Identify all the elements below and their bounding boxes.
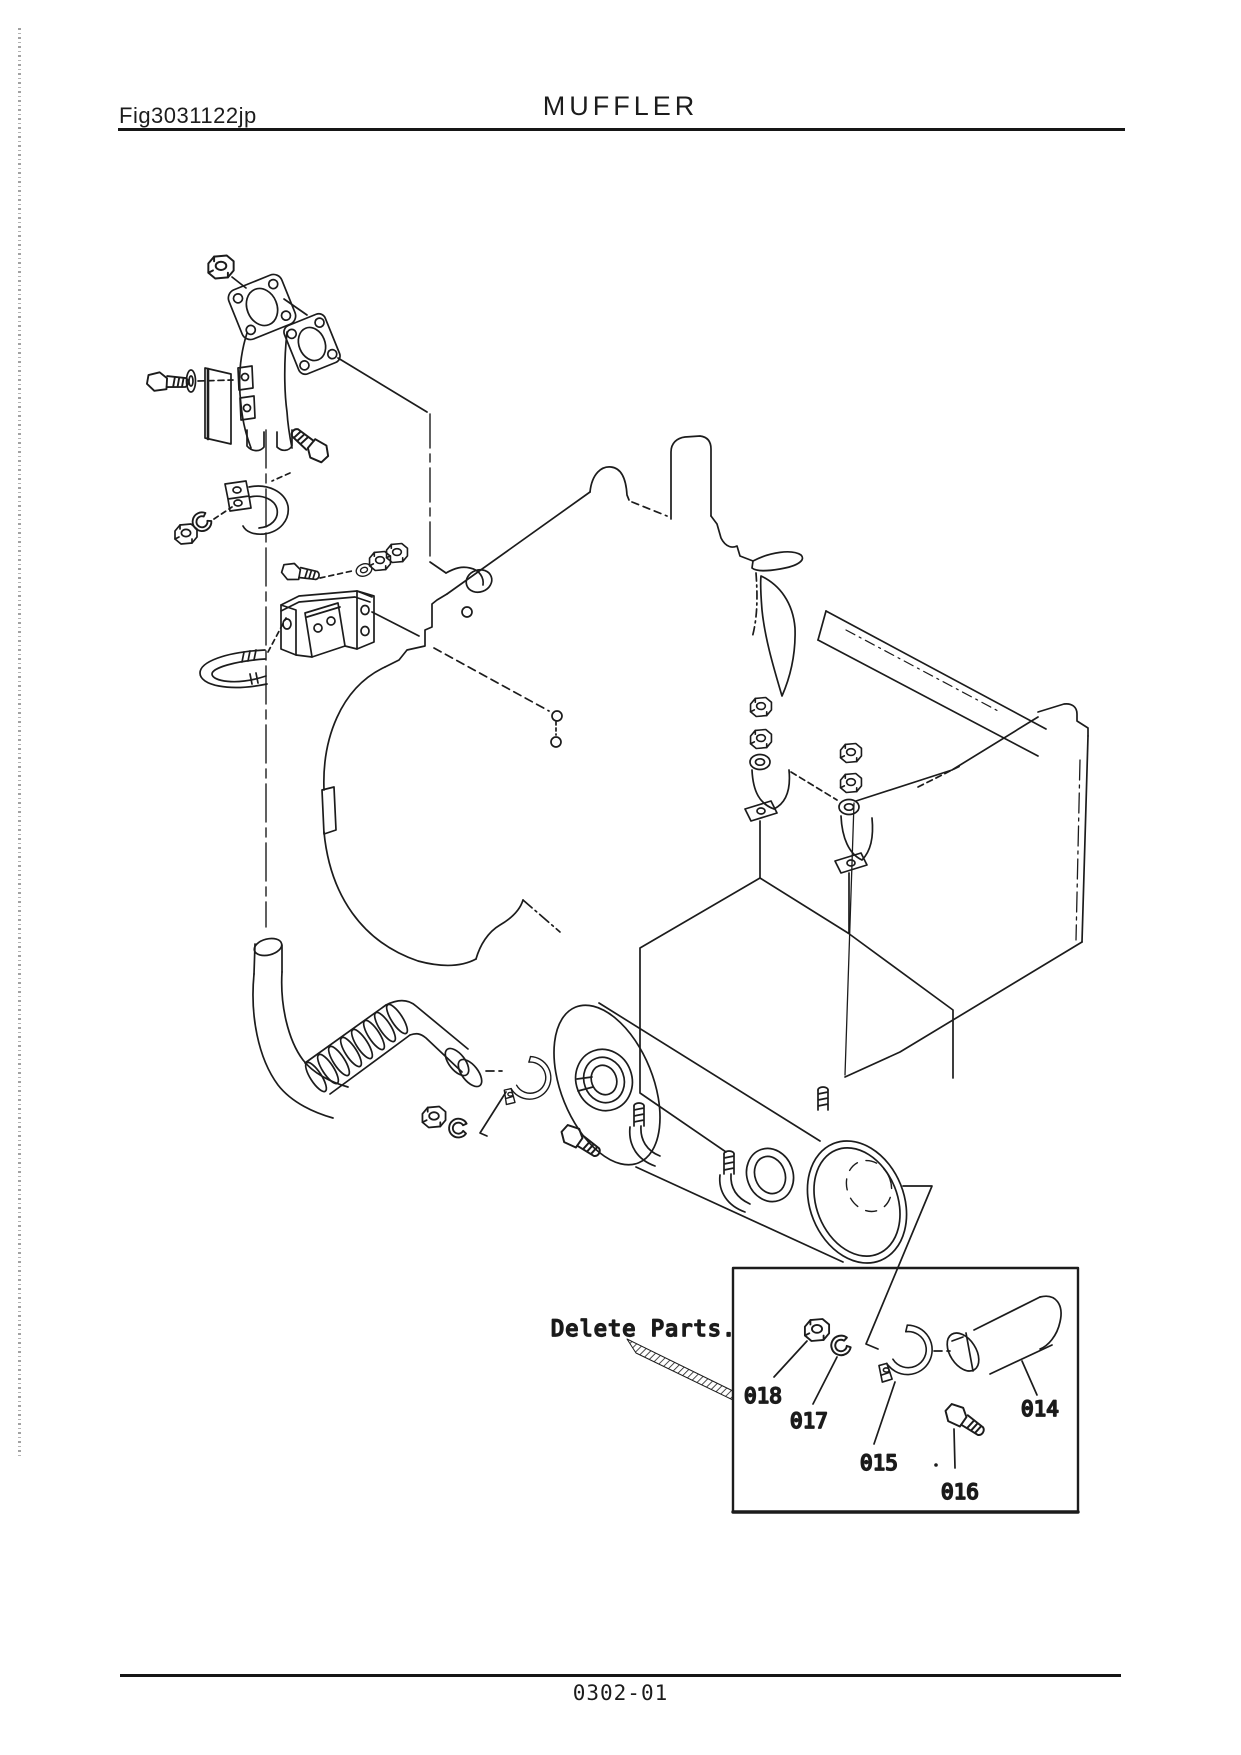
- part-label-014: 014: [1021, 1397, 1059, 1421]
- hanger-assemblies: [744, 696, 874, 934]
- leader-lines: [283, 298, 447, 574]
- delete-parts-inset: [626, 1266, 1080, 1514]
- shield-panel: [639, 877, 954, 1153]
- mount-bracket-assembly: [199, 542, 420, 689]
- elbow-bracket-assembly: [145, 254, 341, 928]
- delete-parts-note: Delete Parts.: [551, 1317, 736, 1342]
- frame-and-panel: [817, 610, 1089, 1078]
- part-label-016: 016: [941, 1480, 979, 1504]
- page-number: 0302-01: [572, 1681, 669, 1705]
- engine-outline: [321, 435, 804, 967]
- scan-edge-artifact: [18, 28, 21, 1458]
- exhaust-pipe-assembly: [252, 937, 606, 1164]
- part-label-017: 017: [790, 1409, 828, 1433]
- figure-id-label: Fig3031122jp: [119, 103, 257, 128]
- page-title: MUFFLER: [542, 91, 699, 121]
- footer-rule: [120, 1674, 1121, 1677]
- header-rule: [118, 128, 1125, 131]
- part-label-015: 015: [860, 1451, 898, 1475]
- part-label-018: 018: [744, 1384, 782, 1408]
- muffler-body: [553, 1002, 933, 1350]
- delete-parts-arrow: [626, 1338, 734, 1401]
